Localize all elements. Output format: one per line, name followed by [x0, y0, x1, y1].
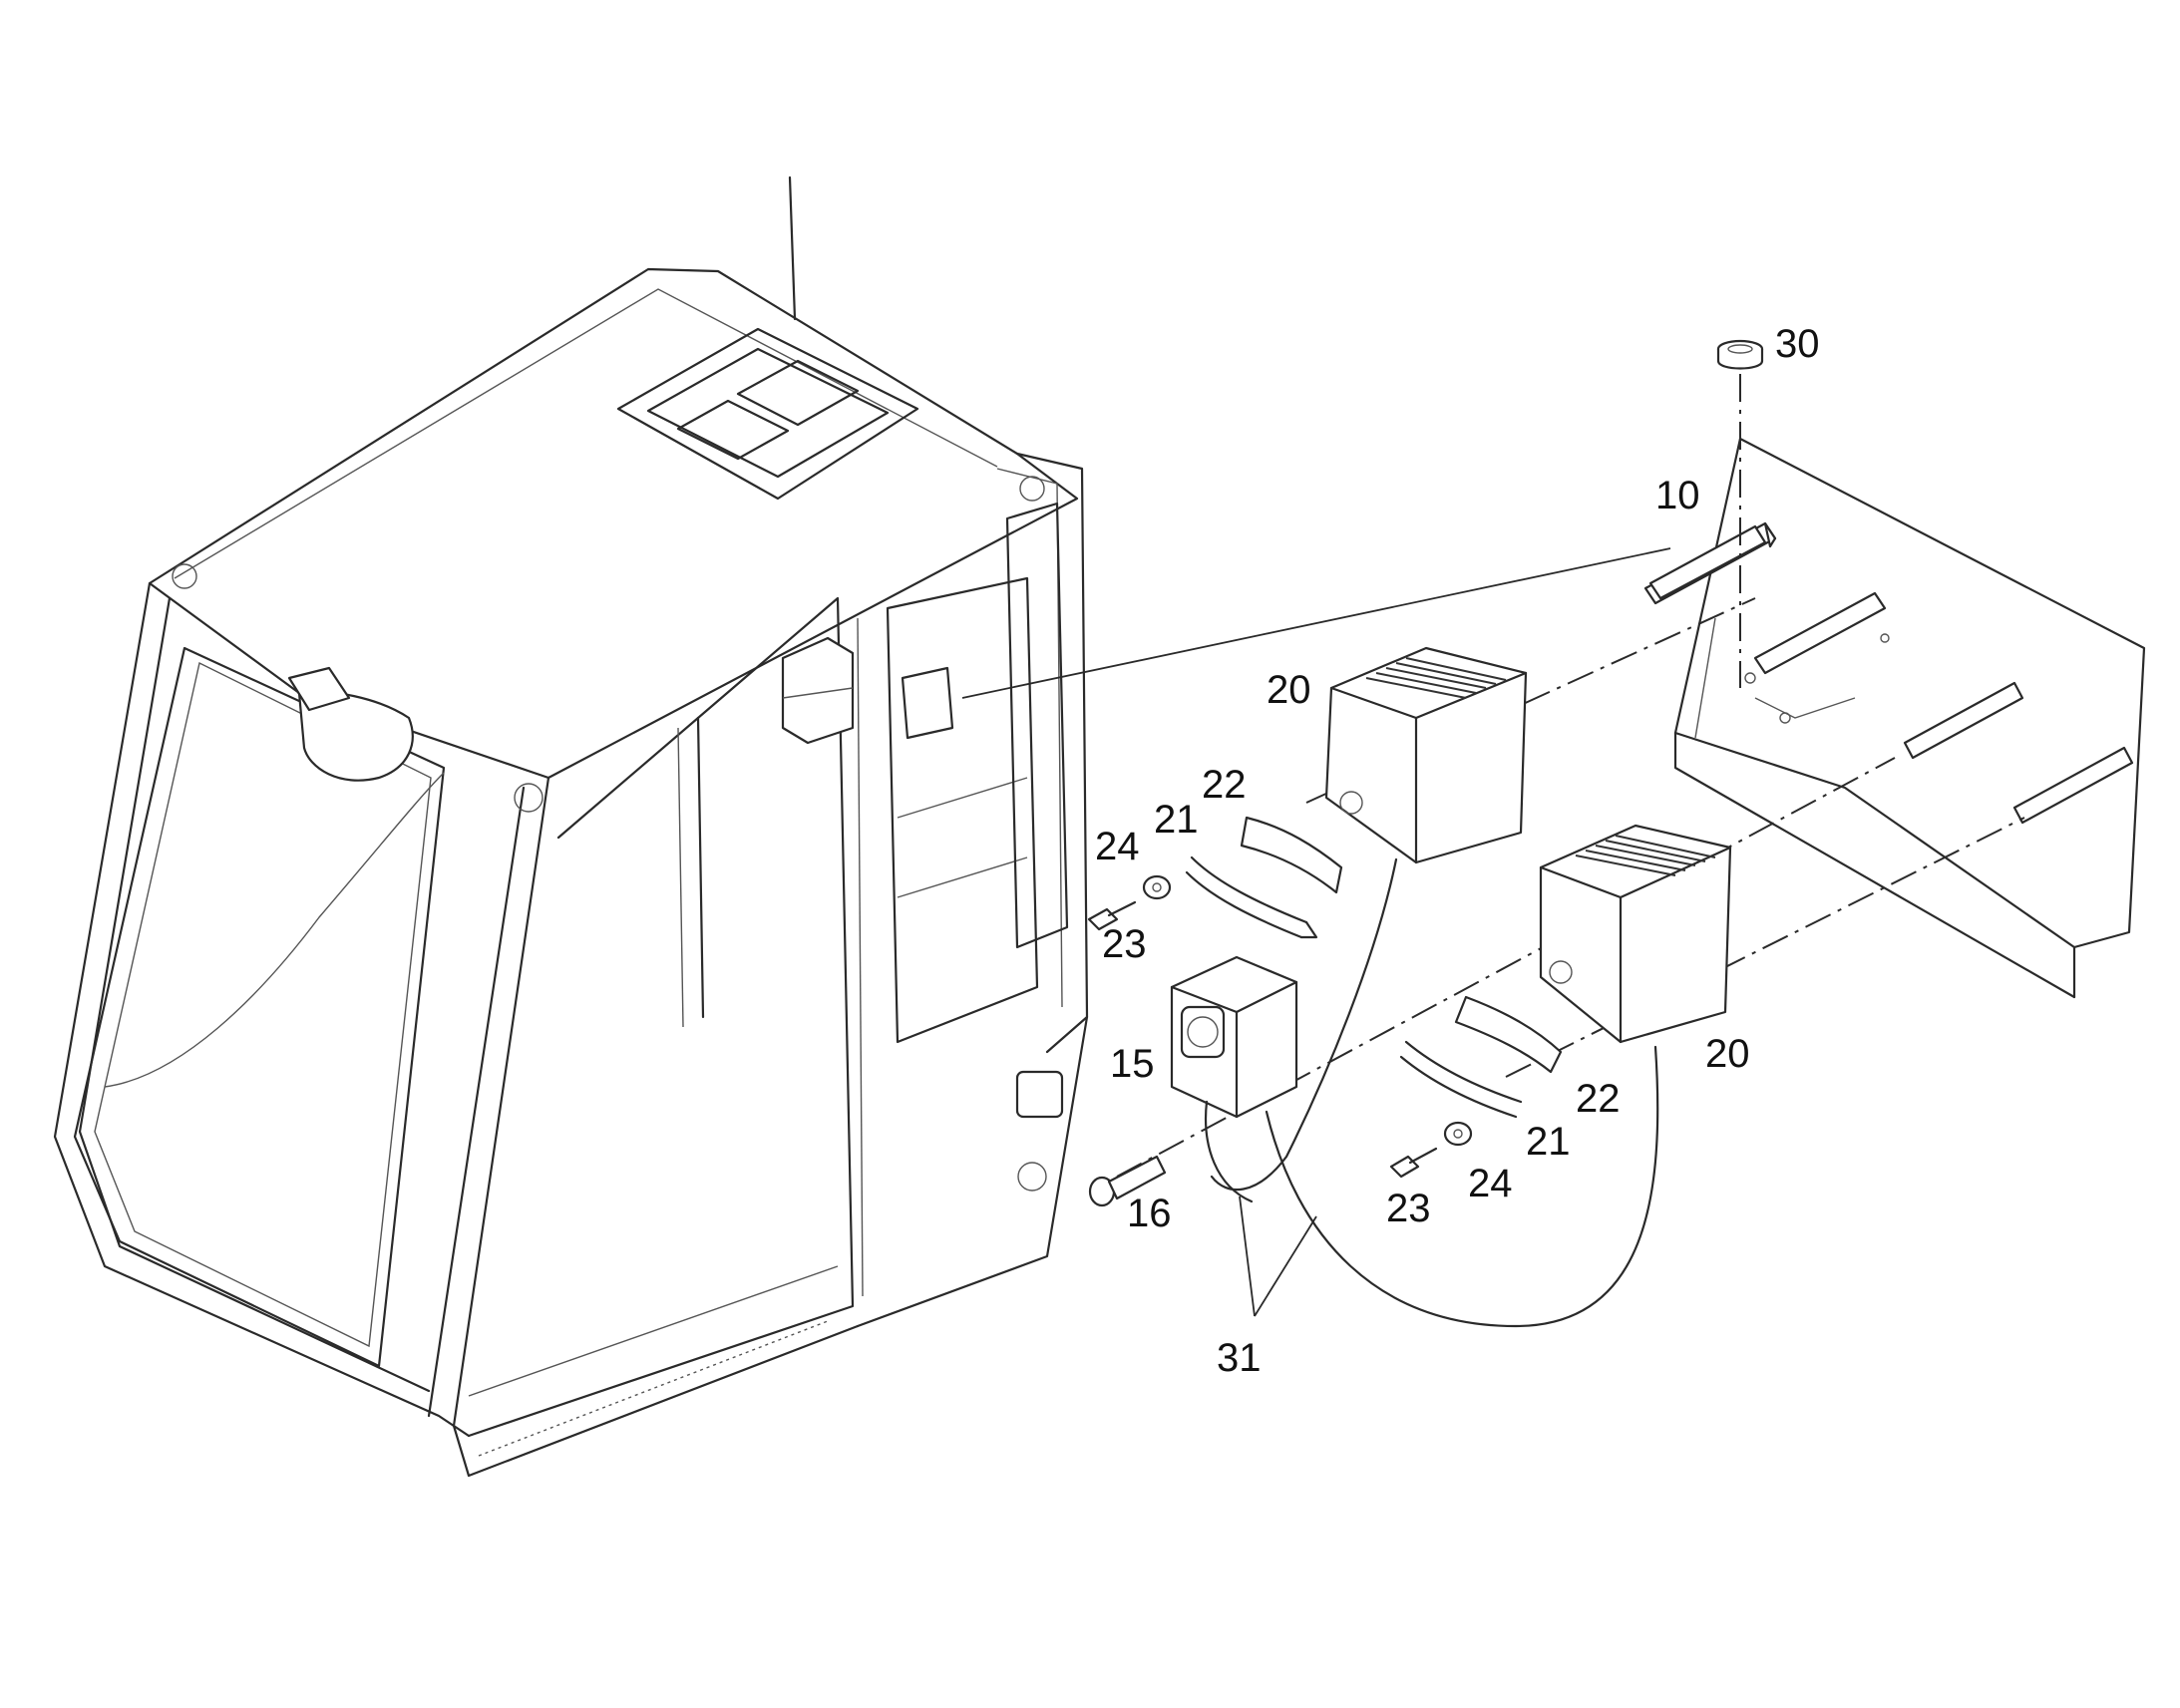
callout-22-upper: 22	[1202, 763, 1247, 807]
callout-labels: 30 10 20 22 21 24 23 15 16 20 22 21 24 2…	[1095, 322, 1820, 1380]
callout-23-lower: 23	[1386, 1187, 1431, 1230]
washer-24-upper	[1142, 874, 1172, 900]
callout-21-lower: 21	[1526, 1120, 1571, 1164]
strap-21-upper	[1185, 855, 1318, 939]
grommet-30	[1716, 339, 1764, 370]
speaker-20-upper	[1324, 646, 1528, 864]
callout-23-upper: 23	[1102, 922, 1147, 966]
pad-22-lower	[1454, 995, 1563, 1074]
callout-15: 15	[1110, 1042, 1155, 1086]
washer-24-lower	[1443, 1121, 1473, 1147]
callout-31: 31	[1217, 1336, 1262, 1380]
control-box-15	[1170, 955, 1298, 1119]
strap-21-lower	[1399, 1040, 1523, 1119]
leader-line-10	[961, 547, 1671, 699]
callout-16: 16	[1127, 1192, 1172, 1235]
callout-21-upper: 21	[1154, 798, 1199, 842]
callout-24-upper: 24	[1095, 825, 1140, 868]
speaker-20-lower	[1539, 824, 1732, 1044]
callout-20-upper: 20	[1267, 668, 1311, 712]
screw-23-upper	[1087, 900, 1137, 931]
cable-31	[1205, 857, 1659, 1328]
callout-20-lower: 20	[1705, 1032, 1750, 1076]
pad-22-upper	[1240, 816, 1343, 894]
callout-22-lower: 22	[1576, 1077, 1621, 1121]
spacer-bar-10	[1648, 524, 1767, 600]
callout-24-lower: 24	[1468, 1162, 1513, 1205]
callout-10: 10	[1655, 474, 1700, 517]
bolt-16	[1088, 1155, 1167, 1207]
screw-23-lower	[1389, 1147, 1438, 1179]
callout-30: 30	[1775, 322, 1820, 366]
operator-cab	[53, 175, 1089, 1478]
